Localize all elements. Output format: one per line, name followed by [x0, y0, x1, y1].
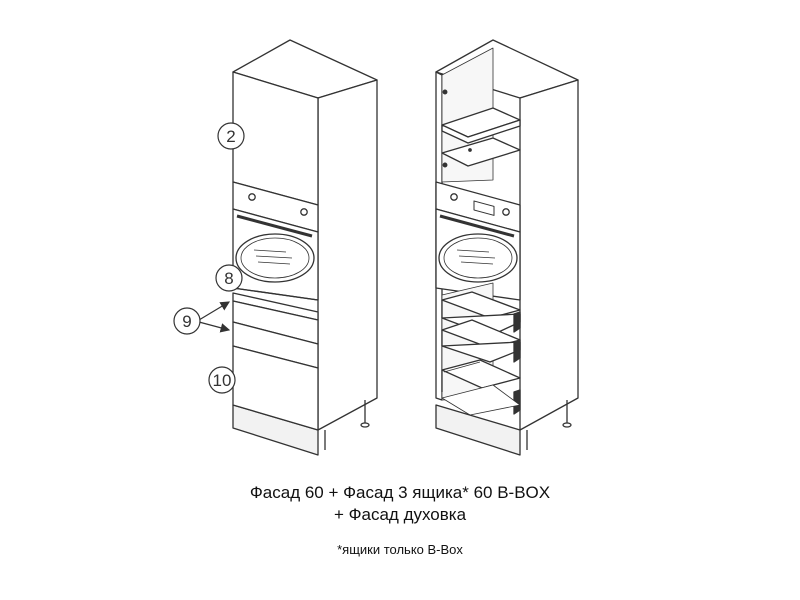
oven-glass-reflection-3 [257, 261, 291, 265]
callout-9-label: 9 [182, 312, 191, 331]
carcass-plinth [435, 404, 521, 456]
drawer-box-3 [441, 359, 521, 415]
drawer-box-2 [441, 319, 521, 363]
oven-window [235, 233, 315, 283]
callout-9-circle [173, 307, 201, 335]
caption: Фасад 60 + Фасад 3 ящика* 60 B-BOX + Фас… [0, 482, 800, 557]
shelf-2 [441, 137, 521, 167]
shelf-pin-2 [442, 162, 448, 168]
open-oven-window [438, 233, 518, 283]
callout-9-leader-upper [198, 301, 231, 321]
callout-2: 2 [217, 122, 245, 150]
oven-glass-reflection-1 [253, 249, 287, 253]
callout-2-label: 2 [226, 127, 235, 146]
open-oven-window-inner [443, 237, 513, 279]
callout-2-circle [217, 122, 245, 150]
carcass-leg-foot [562, 422, 572, 428]
shelf-pin-3 [468, 148, 472, 152]
open-oven-handle [439, 214, 515, 238]
open-oven-reflection-3 [460, 261, 494, 265]
oven-knob-left [248, 193, 256, 201]
carcass-bottom [441, 384, 521, 416]
cabinet-closed [232, 39, 378, 456]
open-oven-display [473, 200, 495, 216]
callout-8-label: 8 [224, 269, 233, 288]
shelf-1-edge [441, 119, 521, 144]
callout-9-leader-lower [198, 321, 231, 333]
oven-window-inner [240, 237, 310, 279]
open-oven-knob-right [502, 208, 510, 216]
callout-8: 8 [215, 264, 243, 292]
cabinet-open [435, 39, 579, 456]
caption-note: *ящики только B-Box [337, 542, 463, 557]
cabinet-diagram: 2 8 9 10 [173, 39, 579, 456]
callout-10: 10 [208, 366, 236, 394]
open-oven-reflection-1 [456, 249, 490, 253]
shelf-pin-1 [442, 89, 448, 95]
oven-handle [236, 214, 313, 238]
callout-9: 9 [173, 301, 231, 335]
oven-knob-right [300, 208, 308, 216]
cabinet-side-panel [317, 79, 378, 431]
carcass-side-panel [519, 79, 579, 431]
caption-line-2: + Фасад духовка [333, 505, 467, 524]
oven-bottom-trim [232, 287, 319, 301]
caption-line-1: Фасад 60 + Фасад 3 ящика* 60 B-BOX [249, 483, 551, 502]
oven-glass-reflection-2 [255, 255, 293, 259]
callout-10-label: 10 [213, 371, 232, 390]
callout-10-circle [208, 366, 236, 394]
callout-8-circle [215, 264, 243, 292]
leg-foot-back [360, 422, 370, 428]
open-oven-reflection-2 [458, 255, 496, 259]
open-oven-knob-left [450, 193, 458, 201]
